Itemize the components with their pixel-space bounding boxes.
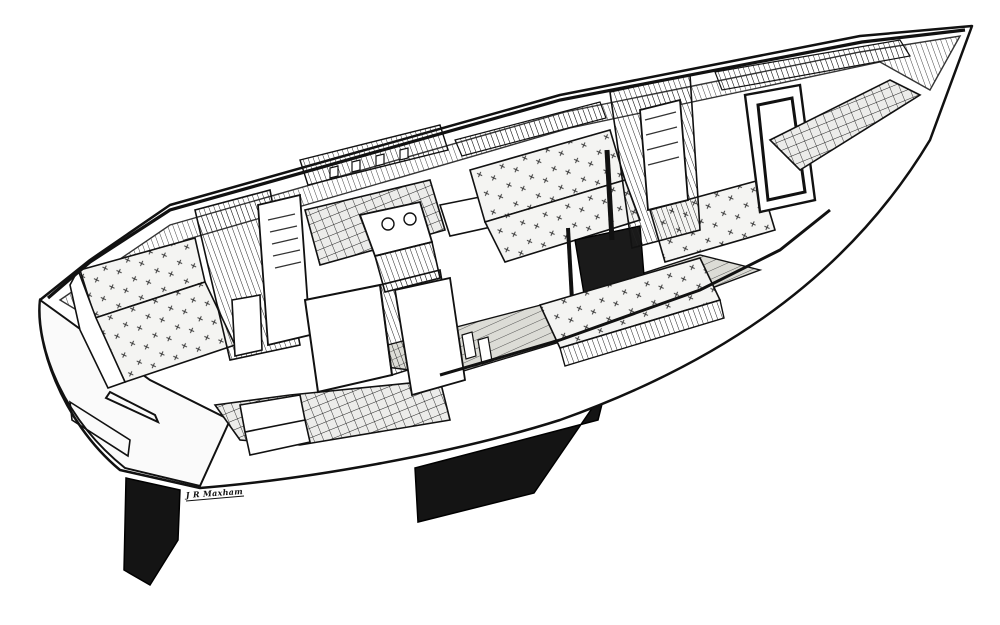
artist-signature: J R Maxham <box>183 486 243 500</box>
galley-cups <box>329 147 409 179</box>
hanging-locker <box>257 193 311 347</box>
cabin-cut-edge <box>439 208 831 377</box>
bottles <box>461 331 493 365</box>
fin-keel <box>414 387 607 523</box>
v-berth <box>768 79 922 172</box>
settee-front <box>559 299 725 367</box>
aft-door <box>231 294 263 357</box>
rudder <box>123 477 181 587</box>
aft-settee-end <box>69 268 127 389</box>
door-curtain <box>644 111 680 166</box>
hull-section-edge <box>46 28 966 300</box>
mast-post <box>604 149 615 241</box>
transom-step <box>69 400 131 458</box>
companionway-steps <box>239 394 311 456</box>
forward-shelf <box>714 39 911 91</box>
transom-handle <box>104 390 160 424</box>
signature-underline <box>185 495 245 502</box>
galley-cabinet <box>303 283 394 394</box>
stove-burner <box>381 217 395 231</box>
stove-burner <box>403 212 417 226</box>
engine-box <box>393 276 467 397</box>
bulkhead-door <box>639 98 689 212</box>
saloon-shelf <box>454 101 607 157</box>
table-leg <box>566 227 574 301</box>
port-settee-back <box>649 179 776 263</box>
forepeak-door-frame <box>756 96 807 202</box>
hanging-locker-clothes <box>267 213 302 269</box>
